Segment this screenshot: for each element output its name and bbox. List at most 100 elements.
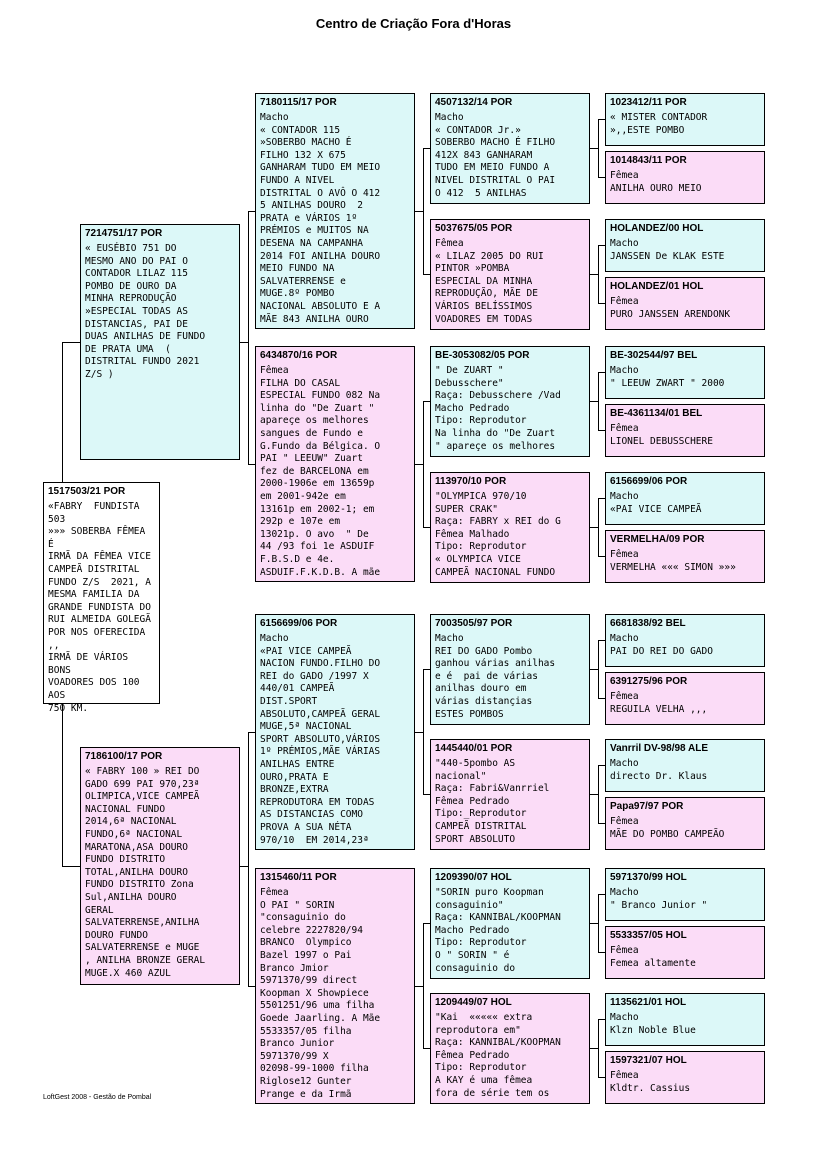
bird-description: "SORIN puro Koopman consaguinio" Raça: K… <box>435 887 561 974</box>
bird-description: Macho « CONTADOR Jr.» SOBERBO MACHO É FI… <box>435 112 556 199</box>
bird-description: « EUSÉBIO 751 DO MESMO ANO DO PAI O CONT… <box>85 243 206 380</box>
ring-number: 6156699/06 POR <box>260 618 338 629</box>
bird-description: Fêmea VERMELHA ««« SIMON »»» <box>610 549 736 573</box>
bird-description: Fêmea MÃE DO POMBO CAMPEÃO <box>610 816 725 840</box>
bird-description: Macho " Branco Junior " <box>610 887 708 911</box>
connector-line <box>415 986 423 987</box>
granddam-maternal-card[interactable]: 1315460/11 POR Fêmea O PAI " SORIN "cons… <box>255 868 415 1104</box>
g5-card-3[interactable]: HOLANDEZ/00 HOL Macho JANSSEN De KLAK ES… <box>605 219 765 272</box>
g4-card-6[interactable]: 1445440/01 POR "440-5pombo AS nacional" … <box>430 739 590 850</box>
page-title: Centro de Criação Fora d'Horas <box>315 16 512 31</box>
sire-card[interactable]: 7214751/17 POR « EUSÉBIO 751 DO MESMO AN… <box>80 224 240 460</box>
bird-description: Fêmea ANILHA OURO MEIO <box>610 170 702 194</box>
g4-card-5[interactable]: 7003505/97 POR Macho REI DO GADO Pombo g… <box>430 614 590 725</box>
ring-number: 1014843/11 POR <box>610 155 687 166</box>
bird-description: Fêmea LIONEL DEBUSSCHERE <box>610 423 713 447</box>
connector-line <box>598 894 605 895</box>
ring-number: HOLANDEZ/01 HOL <box>610 281 704 292</box>
bird-description: « MISTER CONTADOR »,,ESTE POMBO <box>610 112 708 136</box>
connector-line <box>590 669 598 670</box>
ring-number: 5037675/05 POR <box>435 223 513 234</box>
g5-card-6[interactable]: BE-4361134/01 BEL Fêmea LIONEL DEBUSSCHE… <box>605 404 765 457</box>
g5-card-12[interactable]: Papa97/97 POR Fêmea MÃE DO POMBO CAMPEÃO <box>605 797 765 850</box>
connector-line <box>248 732 255 733</box>
bird-description: "Kai ««««« extra reprodutora em" Raça: K… <box>435 1012 561 1099</box>
ring-number: 1135621/01 HOL <box>610 997 687 1008</box>
ring-number: 7186100/17 POR <box>85 751 163 762</box>
g4-card-8[interactable]: 1209449/07 HOL "Kai ««««« extra reprodut… <box>430 993 590 1104</box>
ring-number: 1445440/01 POR <box>435 743 513 754</box>
subject-bird-card[interactable]: 1517503/21 POR «FABRY FUNDISTA 503 »»» S… <box>43 482 160 714</box>
bird-description: Macho «PAI VICE CAMPEÃ NACION FUNDO.FILH… <box>260 633 381 846</box>
bird-description: "OLYMPICA 970/10 SUPER CRAK" Raça: FABRY… <box>435 491 561 578</box>
g4-card-7[interactable]: 1209390/07 HOL "SORIN puro Koopman consa… <box>430 868 590 979</box>
ring-number: 1597321/07 HOL <box>610 1055 687 1066</box>
grandsire-maternal-card[interactable]: 6156699/06 POR Macho «PAI VICE CAMPEÃ NA… <box>255 614 415 850</box>
g5-card-7[interactable]: 6156699/06 POR Macho «PAI VICE CAMPEÃ <box>605 472 765 525</box>
connector-line <box>423 148 430 149</box>
connector-line <box>598 823 605 824</box>
ring-number: 1209390/07 HOL <box>435 872 512 883</box>
connector-line <box>598 498 599 557</box>
connector-line <box>415 211 423 212</box>
connector-line <box>598 177 605 178</box>
g5-card-8[interactable]: VERMELHA/09 POR Fêmea VERMELHA ««« SIMON… <box>605 530 765 583</box>
connector-line <box>248 464 255 465</box>
connector-line <box>598 245 599 304</box>
g5-card-14[interactable]: 5533357/05 HOL Fêmea Femea altamente <box>605 926 765 979</box>
software-footer: LoftGest 2008 - Gestão de Pombal <box>43 1094 152 1101</box>
connector-line <box>598 372 599 431</box>
ring-number: VERMELHA/09 POR <box>610 534 705 545</box>
granddam-paternal-card[interactable]: 6434870/16 POR Fêmea FILHA DO CASAL ESPE… <box>255 346 415 582</box>
ring-number: 7003505/97 POR <box>435 618 513 629</box>
g5-card-4[interactable]: HOLANDEZ/01 HOL Fêmea PURO JANSSEN AREND… <box>605 277 765 330</box>
bird-description: «FABRY FUNDISTA 503 »»» SOBERBA FÊMEA É … <box>48 501 151 714</box>
connector-line <box>598 698 605 699</box>
bird-description: Fêmea « LILAZ 2005 DO RUI PINTOR »POMBA … <box>435 238 544 325</box>
g5-card-2[interactable]: 1014843/11 POR Fêmea ANILHA OURO MEIO <box>605 151 765 204</box>
g4-card-4[interactable]: 113970/10 POR "OLYMPICA 970/10 SUPER CRA… <box>430 472 590 583</box>
connector-line <box>598 119 599 178</box>
g5-card-11[interactable]: Vanrril DV-98/98 ALE Macho directo Dr. K… <box>605 739 765 792</box>
bird-description: Macho JANSSEN De KLAK ESTE <box>610 238 725 262</box>
ring-number: 5971370/99 HOL <box>610 872 687 883</box>
bird-description: Macho PAI DO REI DO GADO <box>610 633 713 657</box>
connector-line <box>423 401 430 402</box>
ring-number: 7180115/17 POR <box>260 97 337 108</box>
g4-card-1[interactable]: 4507132/14 POR Macho « CONTADOR Jr.» SOB… <box>430 93 590 204</box>
g5-card-16[interactable]: 1597321/07 HOL Fêmea Kldtr. Cassius <box>605 1051 765 1104</box>
connector-line <box>598 1077 605 1078</box>
ring-number: 1517503/21 POR <box>48 486 126 497</box>
g5-card-1[interactable]: 1023412/11 POR « MISTER CONTADOR »,,ESTE… <box>605 93 765 146</box>
grandsire-paternal-card[interactable]: 7180115/17 POR Macho « CONTADOR 115 »SOB… <box>255 93 415 329</box>
connector-line <box>598 894 599 953</box>
g5-card-13[interactable]: 5971370/99 HOL Macho " Branco Junior " <box>605 868 765 921</box>
ring-number: 6391275/96 POR <box>610 676 688 687</box>
bird-description: Fêmea O PAI " SORIN "consaguinio do cele… <box>260 887 381 1100</box>
bird-description: Fêmea PURO JANSSEN ARENDONK <box>610 296 731 320</box>
connector-line <box>423 148 424 275</box>
connector-line <box>590 274 598 275</box>
connector-line <box>423 1048 430 1049</box>
connector-line <box>248 986 255 987</box>
connector-line <box>248 732 249 987</box>
ring-number: 1209449/07 HOL <box>435 997 512 1008</box>
dam-card[interactable]: 7186100/17 POR « FABRY 100 » REI DO GADO… <box>80 747 240 985</box>
bird-description: Macho «PAI VICE CAMPEÃ <box>610 491 702 515</box>
g4-card-3[interactable]: BE-3053082/05 POR " De ZUART " Debussche… <box>430 346 590 457</box>
connector-line <box>423 923 424 1049</box>
ring-number: 7214751/17 POR <box>85 228 163 239</box>
connector-line <box>598 372 605 373</box>
connector-line <box>62 342 63 482</box>
connector-line <box>590 1048 598 1049</box>
ring-number: HOLANDEZ/00 HOL <box>610 223 704 234</box>
g5-card-9[interactable]: 6681838/92 BEL Macho PAI DO REI DO GADO <box>605 614 765 667</box>
g5-card-5[interactable]: BE-302544/97 BEL Macho " LEEUW ZWART " 2… <box>605 346 765 399</box>
g5-card-10[interactable]: 6391275/96 POR Fêmea REGUILA VELHA ,,, <box>605 672 765 725</box>
connector-line <box>598 765 599 824</box>
g4-card-2[interactable]: 5037675/05 POR Fêmea « LILAZ 2005 DO RUI… <box>430 219 590 330</box>
bird-description: Fêmea FILHA DO CASAL ESPECIAL FUNDO 082 … <box>260 365 381 578</box>
connector-line <box>598 430 605 431</box>
g5-card-15[interactable]: 1135621/01 HOL Macho Klzn Noble Blue <box>605 993 765 1046</box>
bird-description: Fêmea Kldtr. Cassius <box>610 1070 691 1094</box>
